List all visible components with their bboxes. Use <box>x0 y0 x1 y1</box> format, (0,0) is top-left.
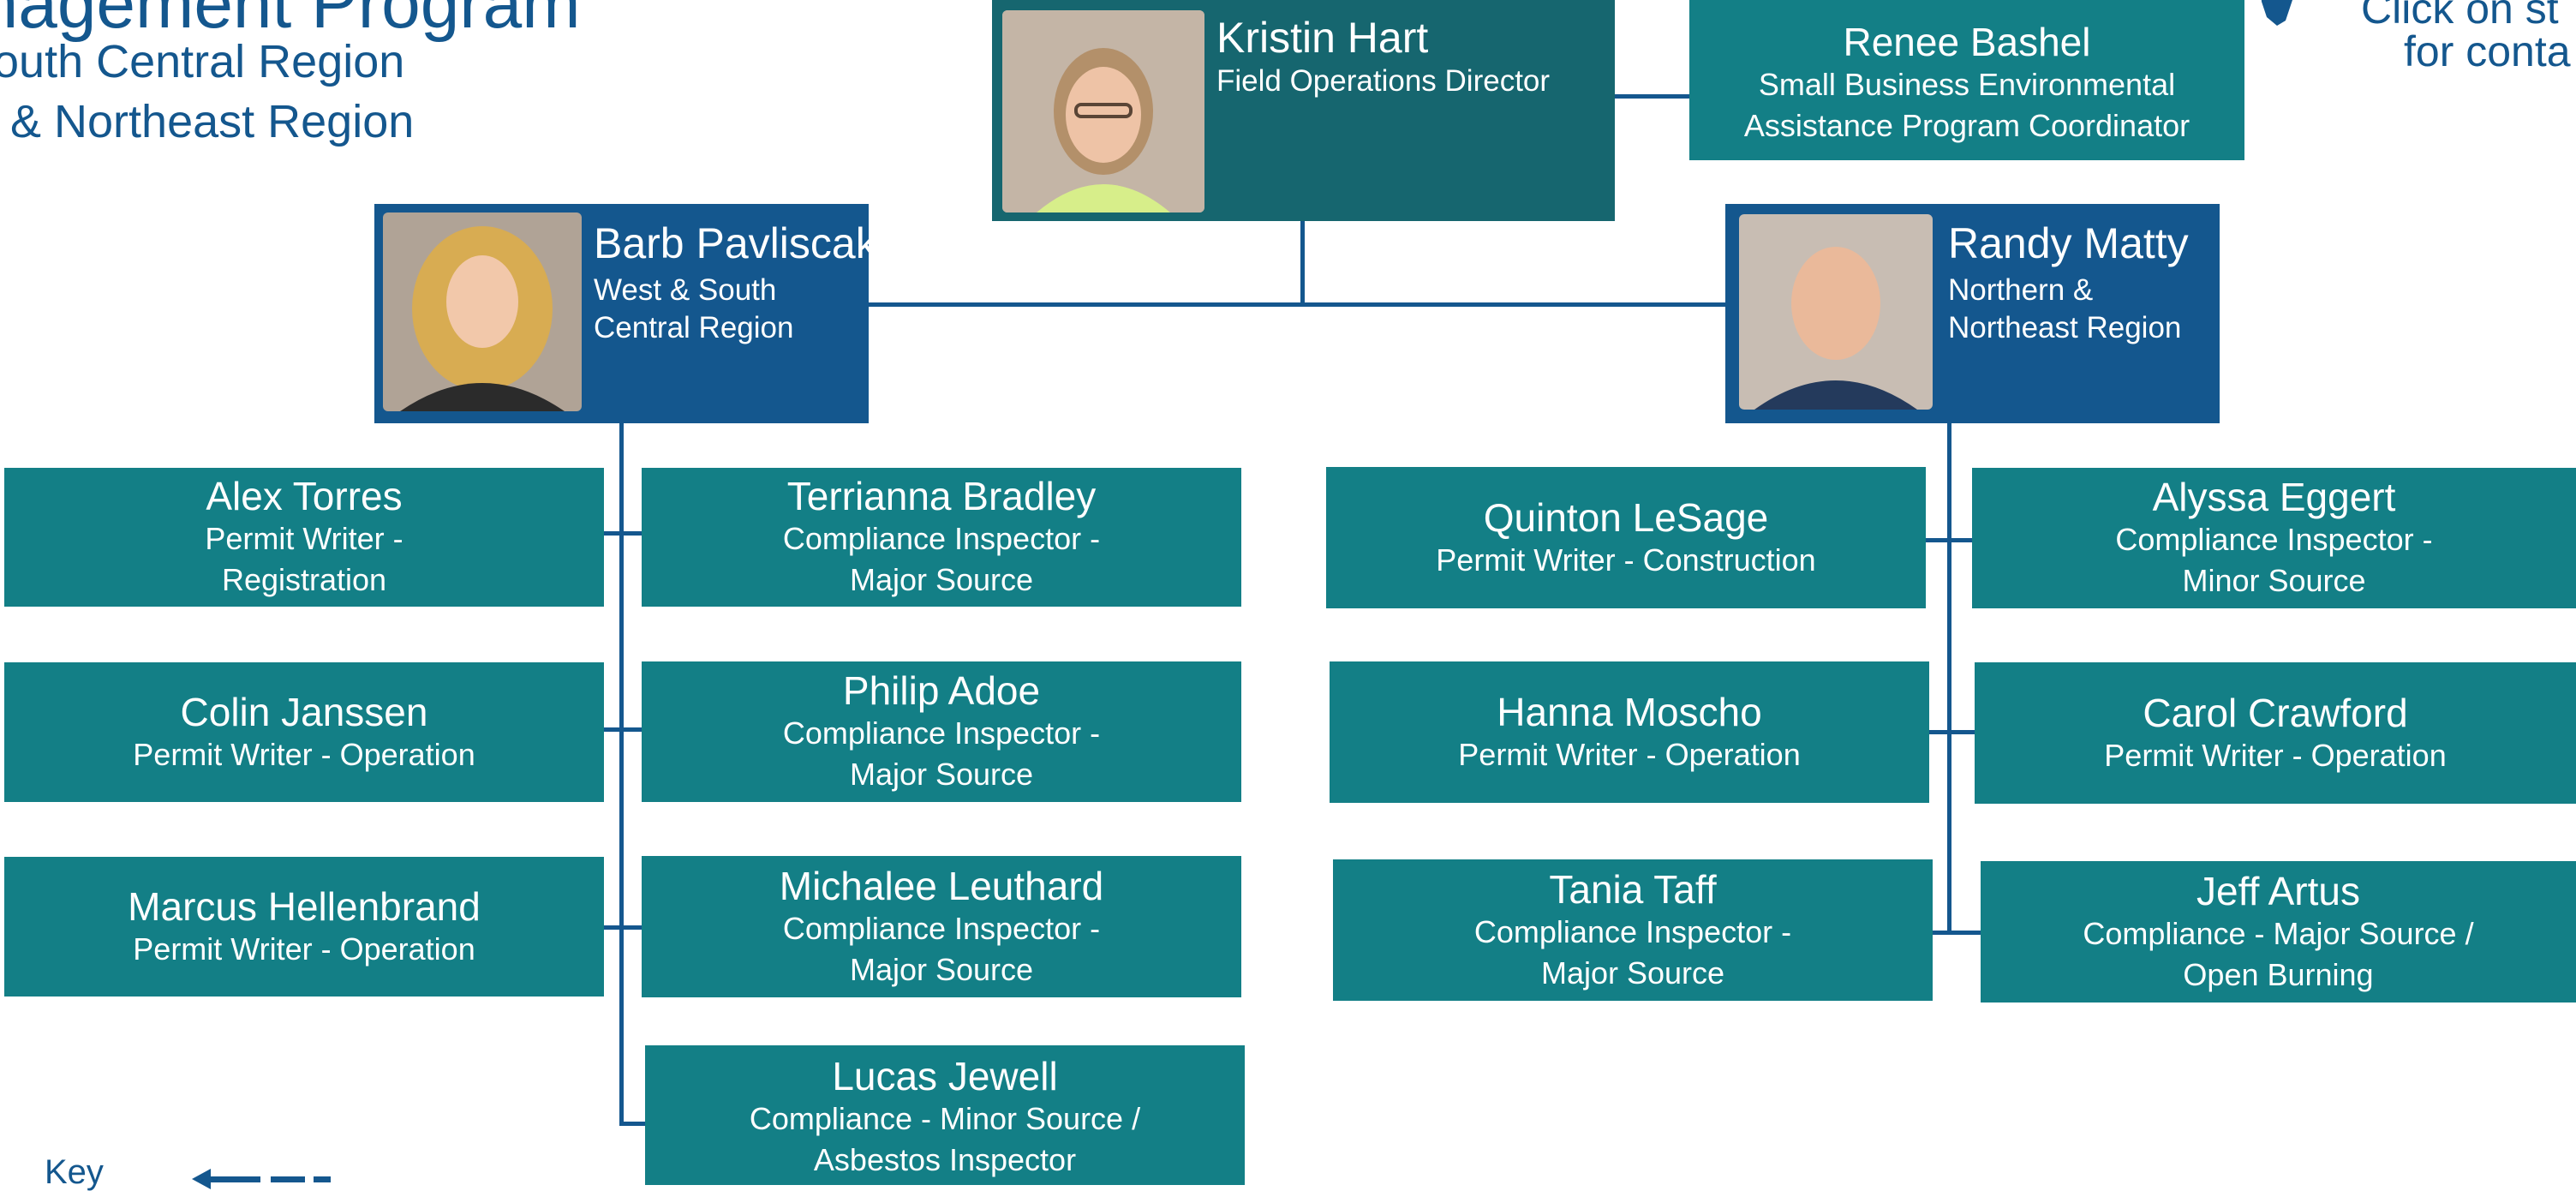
staff-role-line-1: Compliance Inspector - <box>782 910 1101 946</box>
right-branch-tick-1 <box>1924 538 1972 542</box>
coordinator-name: Renee Bashel <box>1843 19 2091 64</box>
staff-name: Philip Adoe <box>842 668 1041 713</box>
right-branch-trunk <box>1947 422 1951 934</box>
coordinator-role-line-2: Assistance Program Coordinator <box>1743 107 2190 143</box>
coordinator-role-line-1: Small Business Environmental <box>1758 66 2176 102</box>
right-branch-tick-3 <box>1931 931 1981 935</box>
right-branch-tick-2 <box>1928 730 1975 734</box>
staff-role-line-1: Permit Writer - <box>205 521 403 556</box>
staff-card-michalee-leuthard[interactable]: Michalee Leuthard Compliance Inspector -… <box>642 856 1241 997</box>
staff-role-line-1: Compliance Inspector - <box>1473 913 1792 949</box>
staff-card-colin-janssen[interactable]: Colin Janssen Permit Writer - Operation <box>4 662 604 802</box>
staff-role-line-1: Permit Writer - Operation <box>2104 737 2447 773</box>
staff-role-line-1: Compliance Inspector - <box>782 521 1101 556</box>
left-branch-tick-2 <box>602 727 642 732</box>
manager-west-role-line-2: Central Region <box>594 311 794 344</box>
arrow-left-icon <box>188 1167 334 1193</box>
director-card[interactable]: Kristin Hart Field Operations Director <box>992 0 1615 221</box>
director-role: Field Operations Director <box>1216 64 1551 98</box>
staff-role-line-1: Permit Writer - Construction <box>1436 542 1816 578</box>
staff-name: Jeff Artus <box>2196 868 2360 913</box>
staff-card-philip-adoe[interactable]: Philip Adoe Compliance Inspector - Major… <box>642 661 1241 802</box>
staff-role-line-1: Permit Writer - Operation <box>133 736 475 772</box>
staff-role-line-2: Asbestos Inspector <box>813 1142 1077 1177</box>
left-branch-trunk <box>619 422 624 1125</box>
staff-name: Carol Crawford <box>2143 690 2408 735</box>
staff-name: Quinton LeSage <box>1483 494 1769 540</box>
manager-west-role-line-1: West & South <box>594 273 777 307</box>
left-branch-tick-3 <box>602 925 642 930</box>
region-line-2: & Northeast Region <box>10 96 415 147</box>
director-photo <box>1002 10 1204 212</box>
staff-role-line-2: Major Source <box>1540 955 1725 991</box>
staff-name: Michalee Leuthard <box>779 863 1104 908</box>
manager-north-photo <box>1739 214 1933 410</box>
staff-card-alex-torres[interactable]: Alex Torres Permit Writer - Registration <box>4 468 604 607</box>
staff-role-line-2: Registration <box>221 562 387 597</box>
manager-card-west[interactable]: Barb Pavliscak West & South Central Regi… <box>374 204 877 423</box>
manager-north-name: Randy Matty <box>1948 219 2189 267</box>
contact-hint-line-2: for conta <box>2404 27 2571 75</box>
director-name: Kristin Hart <box>1216 14 1429 62</box>
staff-card-alyssa-eggert[interactable]: Alyssa Eggert Compliance Inspector - Min… <box>1972 468 2576 608</box>
staff-role-line-2: Major Source <box>849 757 1034 792</box>
staff-name: Terrianna Bradley <box>786 474 1097 518</box>
staff-name: Lucas Jewell <box>832 1054 1058 1098</box>
managers-horizontal-line <box>867 302 1727 307</box>
staff-name: Colin Janssen <box>180 689 428 734</box>
staff-role-line-2: Major Source <box>849 562 1034 597</box>
staff-card-carol-crawford[interactable]: Carol Crawford Permit Writer - Operation <box>1975 662 2576 804</box>
pointing-hand-icon <box>2251 0 2311 43</box>
staff-role-line-1: Permit Writer - Operation <box>1458 736 1801 772</box>
manager-card-north[interactable]: Randy Matty Northern & Northeast Region <box>1725 204 2220 423</box>
staff-card-terrianna-bradley[interactable]: Terrianna Bradley Compliance Inspector -… <box>642 468 1241 607</box>
manager-west-name: Barb Pavliscak <box>594 219 877 267</box>
staff-name: Tania Taff <box>1549 866 1717 912</box>
director-to-managers-line <box>1300 219 1305 305</box>
staff-card-jeff-artus[interactable]: Jeff Artus Compliance - Major Source / O… <box>1981 861 2576 1002</box>
staff-role-line-2: Major Source <box>849 951 1034 987</box>
left-branch-tick-1 <box>602 531 642 536</box>
staff-name: Alyssa Eggert <box>2152 475 2396 519</box>
staff-name: Hanna Moscho <box>1497 689 1762 734</box>
staff-role-line-1: Compliance Inspector - <box>782 715 1101 751</box>
staff-role-line-1: Compliance - Major Source / <box>2083 915 2474 951</box>
staff-card-marcus-hellenbrand[interactable]: Marcus Hellenbrand Permit Writer - Opera… <box>4 857 604 997</box>
staff-name: Alex Torres <box>206 474 403 518</box>
staff-name: Marcus Hellenbrand <box>128 883 481 929</box>
contact-hint-line-1: Click on st <box>2361 0 2559 33</box>
staff-role-line-1: Compliance - Minor Source / <box>749 1101 1141 1136</box>
key-label: Key <box>45 1153 104 1191</box>
staff-role-line-1: Compliance Inspector - <box>2115 522 2433 557</box>
staff-role-line-2: Minor Source <box>2182 563 2366 598</box>
staff-role-line-2: Open Burning <box>2183 956 2374 992</box>
staff-card-tania-taff[interactable]: Tania Taff Compliance Inspector - Major … <box>1333 859 1933 1001</box>
staff-role-line-1: Permit Writer - Operation <box>133 931 475 967</box>
staff-card-hanna-moscho[interactable]: Hanna Moscho Permit Writer - Operation <box>1330 661 1929 803</box>
manager-north-role-line-1: Northern & <box>1948 273 2094 307</box>
coordinator-card[interactable]: Renee Bashel Small Business Environmenta… <box>1689 0 2244 160</box>
staff-card-lucas-jewell[interactable]: Lucas Jewell Compliance - Minor Source /… <box>645 1045 1245 1185</box>
program-title: anagement Program <box>0 0 581 43</box>
manager-north-role-line-2: Northeast Region <box>1948 311 2182 344</box>
region-line-1: outh Central Region <box>0 36 405 87</box>
director-to-coordinator-line <box>1614 94 1689 99</box>
left-branch-tick-4 <box>619 1122 645 1126</box>
manager-west-photo <box>383 212 582 411</box>
staff-card-quinton-lesage[interactable]: Quinton LeSage Permit Writer - Construct… <box>1326 467 1926 608</box>
